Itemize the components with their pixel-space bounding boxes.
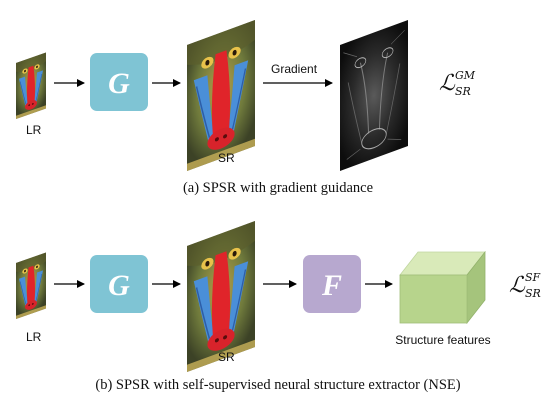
loss-sf: ℒ SF SR	[509, 271, 541, 300]
sr-label-b: SR	[218, 350, 235, 364]
lr-label-b: LR	[26, 330, 42, 344]
panel-a: LR G SR Gradient ℒ GM SR (a) SP	[15, 19, 476, 196]
extractor-letter: F	[321, 269, 342, 302]
structure-features-cube	[399, 250, 486, 325]
lr-image-b	[15, 252, 47, 320]
loss-sf-superscript: SF	[525, 271, 541, 284]
sr-image-a	[186, 19, 256, 172]
generator-box-a	[90, 53, 148, 111]
loss-gm-symbol: ℒ	[439, 71, 456, 96]
loss-gm: ℒ GM SR	[439, 69, 476, 98]
loss-gm-subscript: SR	[455, 85, 471, 98]
loss-gm-superscript: GM	[455, 69, 476, 82]
generator-box-b	[90, 255, 148, 313]
lr-label-a: LR	[26, 123, 42, 137]
sr-label-a: SR	[218, 151, 235, 165]
extractor-box	[303, 255, 361, 313]
caption-a: (a) SPSR with gradient guidance	[183, 180, 373, 196]
generator-letter-a: G	[108, 67, 130, 100]
panel-b: LR G SR F Structure features ℒ SF SR (b)…	[15, 220, 541, 393]
loss-sf-symbol: ℒ	[509, 273, 526, 298]
lr-image-a	[15, 52, 47, 120]
gradient-label: Gradient	[271, 62, 318, 76]
caption-b: (b) SPSR with self-supervised neural str…	[95, 377, 460, 393]
loss-sf-subscript: SR	[525, 287, 541, 300]
structure-features-label: Structure features	[395, 333, 490, 347]
generator-letter-b: G	[108, 269, 130, 302]
gradient-map-image	[340, 20, 409, 172]
